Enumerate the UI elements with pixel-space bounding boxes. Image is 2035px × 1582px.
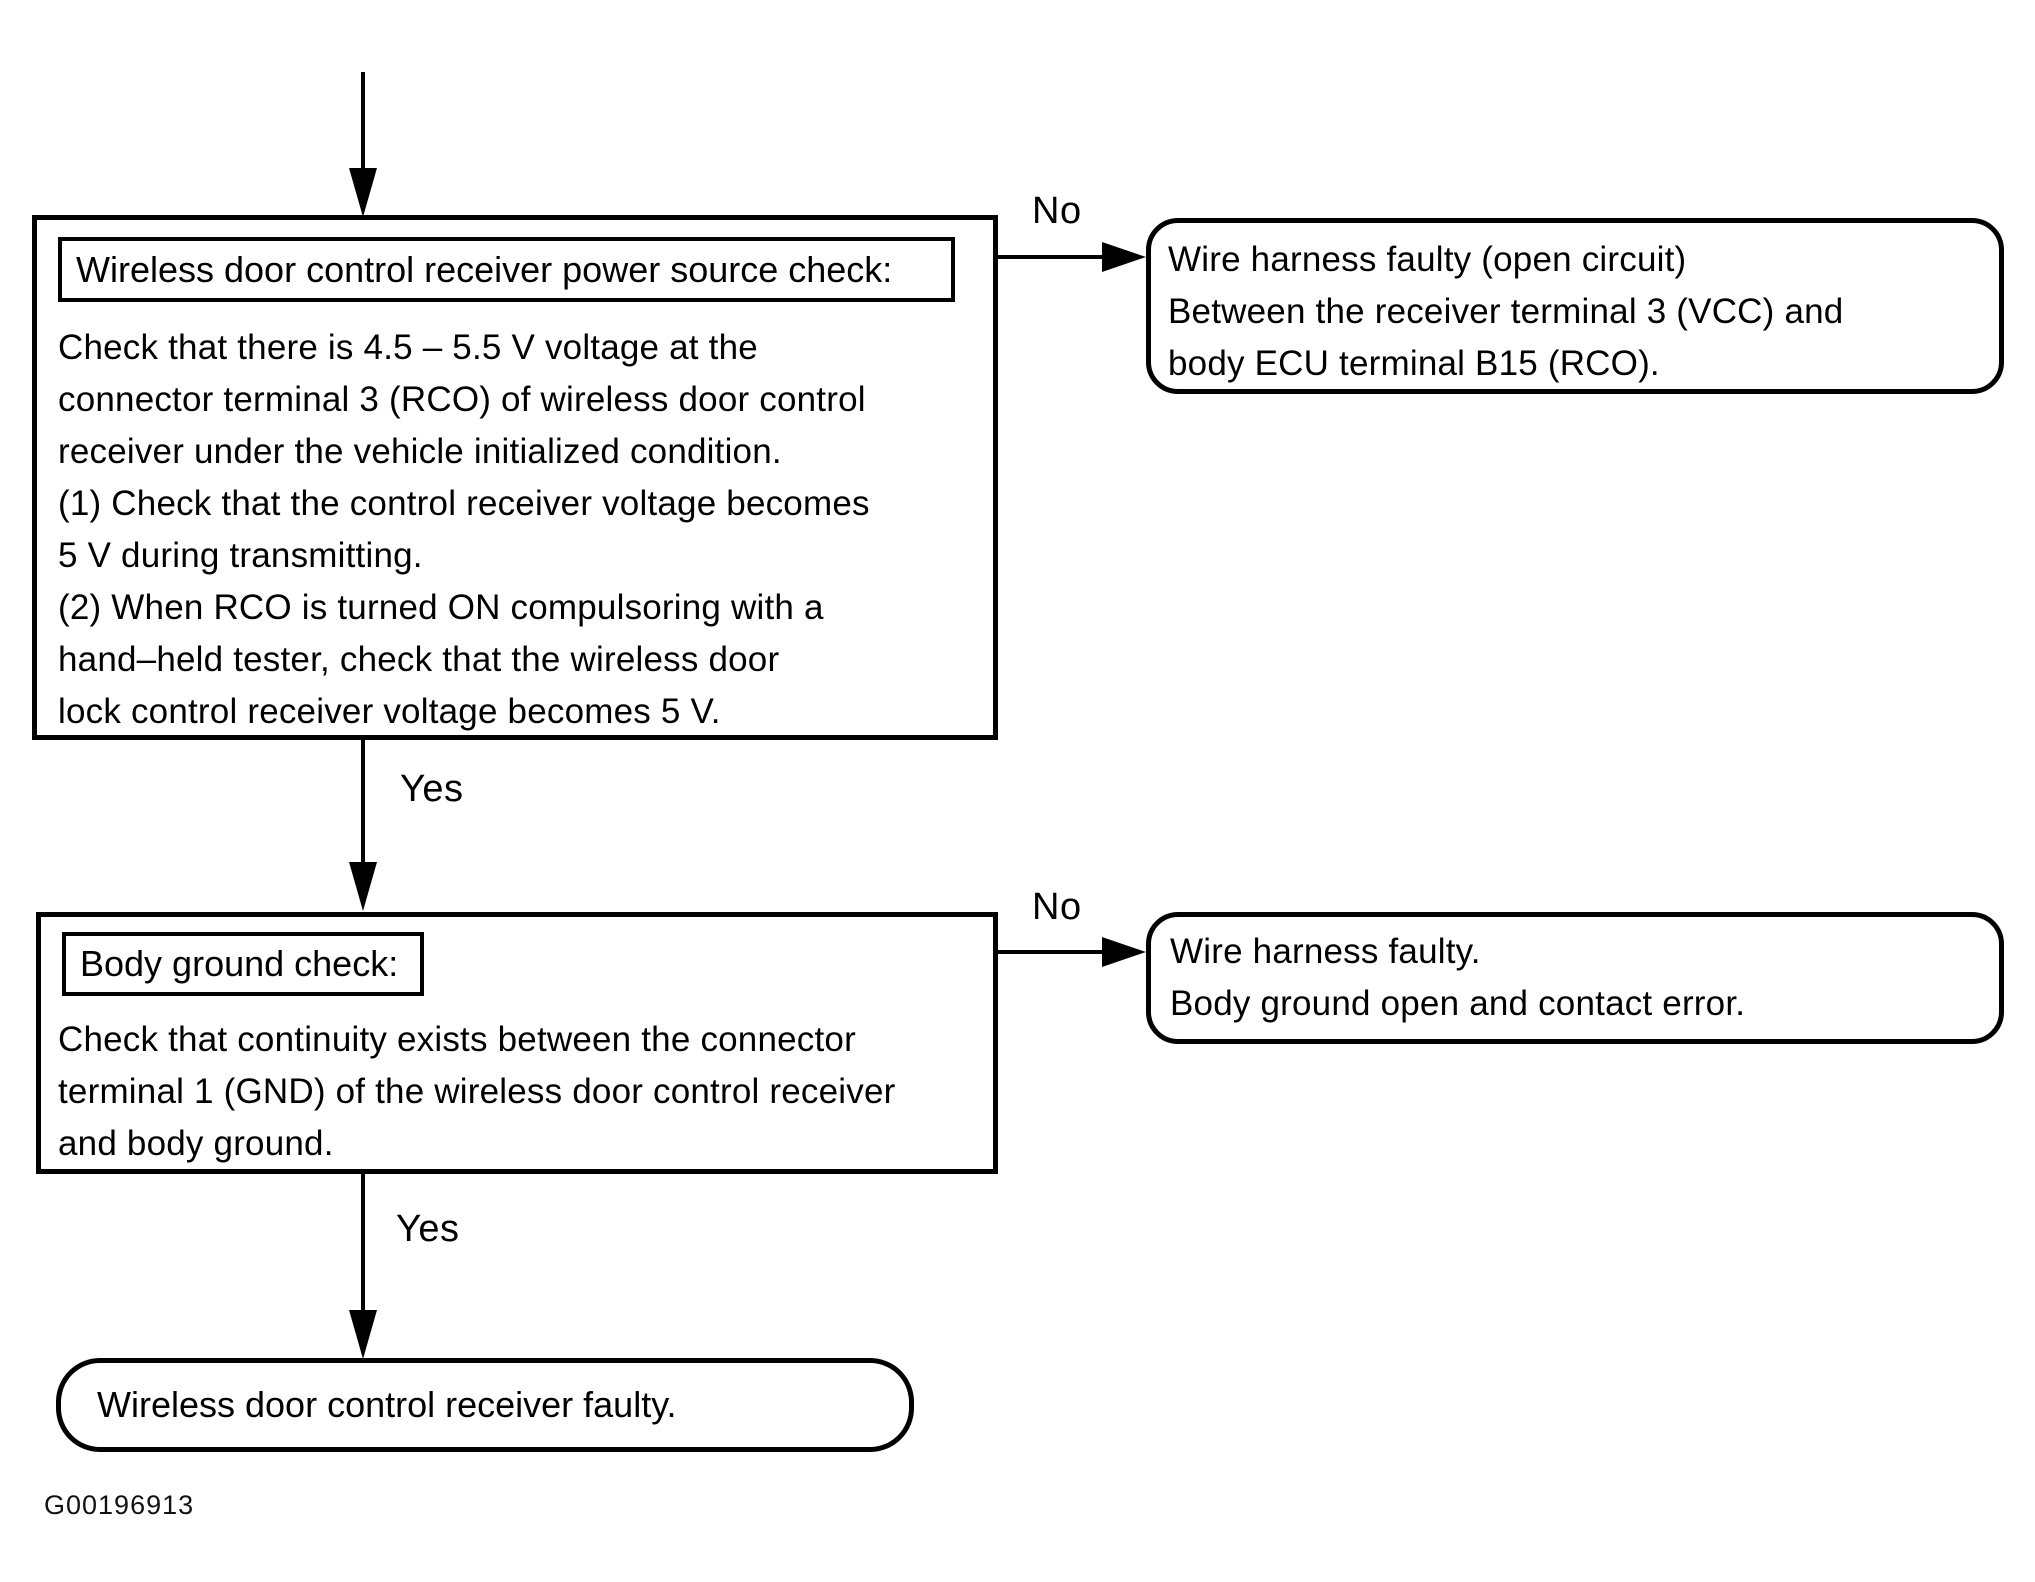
terminal-text: Wireless door control receiver faulty.: [97, 1384, 677, 1425]
step-box-power-source-check: [32, 215, 998, 740]
step-body-power-source-check: Check that there is 4.5 – 5.5 V voltage …: [58, 328, 870, 731]
step-title-text: Wireless door control receiver power sou…: [76, 248, 893, 290]
arrowhead-right-icon: [1102, 937, 1146, 967]
result-text-wire-harness-open-circuit: Wire harness faulty (open circuit) Betwe…: [1168, 240, 1844, 383]
arrowhead-down-icon: [349, 1310, 377, 1359]
yes-branch-connector-2: [361, 1174, 365, 1310]
arrowhead-right-icon: [1102, 242, 1146, 272]
arrowhead-down-icon: [349, 862, 377, 911]
step-title-text: Body ground check:: [80, 943, 399, 984]
entry-connector-line: [361, 72, 365, 172]
arrowhead-down-icon: [349, 168, 377, 217]
no-branch-connector-1: [998, 255, 1104, 259]
result-box-wire-harness-open-circuit: [1146, 218, 2004, 394]
yes-branch-connector-1: [361, 740, 365, 862]
terminal-box-receiver-faulty: Wireless door control receiver faulty.: [56, 1358, 914, 1452]
step-body-body-ground-check: Check that continuity exists between the…: [58, 1020, 896, 1163]
result-text-body-ground-open: Wire harness faulty. Body ground open an…: [1170, 932, 1746, 1023]
figure-code: G00196913: [44, 1490, 195, 1520]
no-branch-connector-2: [998, 950, 1104, 954]
step-box-body-ground-check: [36, 912, 998, 1174]
result-box-body-ground-open: [1146, 912, 2004, 1044]
edge-label-no-2: No: [1032, 886, 1082, 928]
step-title-power-source-check: Wireless door control receiver power sou…: [58, 237, 955, 302]
edge-label-yes-1: Yes: [400, 768, 464, 810]
step-title-body-ground-check: Body ground check:: [62, 932, 424, 996]
edge-label-no-1: No: [1032, 190, 1082, 232]
edge-label-yes-2: Yes: [396, 1208, 460, 1250]
